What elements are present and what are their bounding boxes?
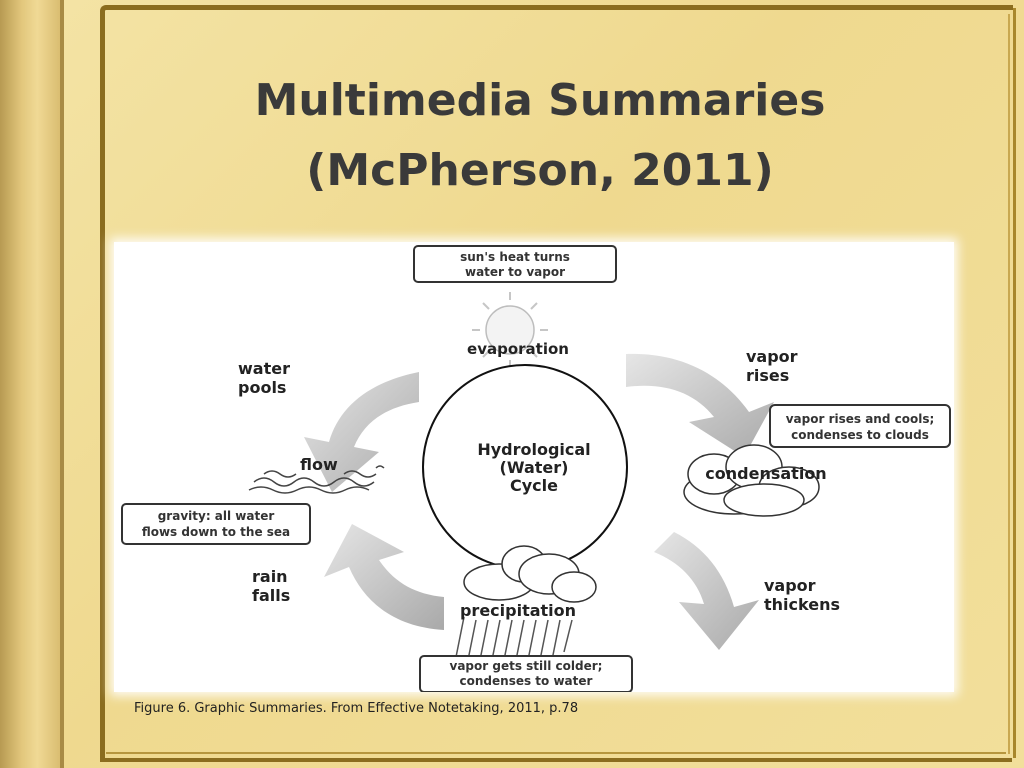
- water-pools-label-2: pools: [238, 378, 286, 397]
- vapor-colder-box-line1: vapor gets still colder;: [450, 659, 603, 673]
- page-edge: [1008, 14, 1010, 754]
- evaporation-label: evaporation: [467, 340, 569, 358]
- gravity-box-line1: gravity: all water: [158, 509, 275, 523]
- vapor-thickens-label-1: vapor: [764, 576, 816, 595]
- diagram-canvas: sun's heat turns water to vapor evaporat…: [121, 245, 951, 692]
- cycle-center-line3: Cycle: [510, 476, 558, 495]
- sun-heat-box: [413, 245, 617, 283]
- page-edge: [1013, 8, 1016, 758]
- water-flow-icon: [248, 465, 385, 494]
- cycle-center-line1: Hydrological: [477, 440, 590, 459]
- arrow-top-left: [304, 372, 419, 492]
- vapor-thickens-label-2: thickens: [764, 595, 840, 614]
- slide-title-line1: Multimedia Summaries: [254, 75, 826, 126]
- book-spine: [0, 0, 62, 768]
- book-spine-edge: [60, 0, 64, 768]
- water-cycle-diagram: sun's heat turns water to vapor evaporat…: [114, 242, 954, 692]
- rain-falls-label-2: falls: [252, 586, 290, 605]
- cycle-center-line2: (Water): [500, 458, 569, 477]
- precipitation-label: precipitation: [460, 601, 576, 620]
- gravity-box-line2: flows down to the sea: [142, 525, 290, 539]
- vapor-rises-label-2: rises: [746, 366, 789, 385]
- arrow-top-right: [626, 353, 774, 457]
- sun-heat-box-line1: sun's heat turns: [460, 250, 570, 264]
- arrow-bottom-left: [324, 524, 444, 630]
- vapor-cools-box-line1: vapor rises and cools;: [786, 412, 935, 426]
- condensation-label: condensation: [705, 464, 826, 483]
- sun-icon: [472, 292, 548, 368]
- figure-caption: Figure 6. Graphic Summaries. From Effect…: [134, 701, 579, 716]
- rain-cloud-icon: [455, 545, 597, 661]
- sun-heat-box-line2: water to vapor: [465, 265, 565, 279]
- page-edge: [100, 758, 1012, 762]
- slide-title: Multimedia Summaries (McPherson, 2011): [150, 66, 930, 206]
- flow-label: flow: [300, 455, 338, 474]
- arrow-bottom-right: [654, 532, 759, 650]
- water-pools-label-1: water: [238, 359, 290, 378]
- cloud-icon: [683, 444, 820, 517]
- vapor-rises-label-1: vapor: [746, 347, 798, 366]
- gravity-box: [121, 503, 311, 545]
- rain-falls-label-1: rain: [252, 567, 288, 586]
- page-edge: [106, 752, 1006, 754]
- vapor-colder-box-line2: condenses to water: [460, 674, 593, 688]
- slide-title-line2: (McPherson, 2011): [306, 145, 774, 196]
- vapor-colder-box: [419, 655, 633, 692]
- vapor-cools-box-line2: condenses to clouds: [791, 428, 929, 442]
- vapor-cools-box: [769, 404, 951, 448]
- book-page-frame: [100, 5, 1013, 762]
